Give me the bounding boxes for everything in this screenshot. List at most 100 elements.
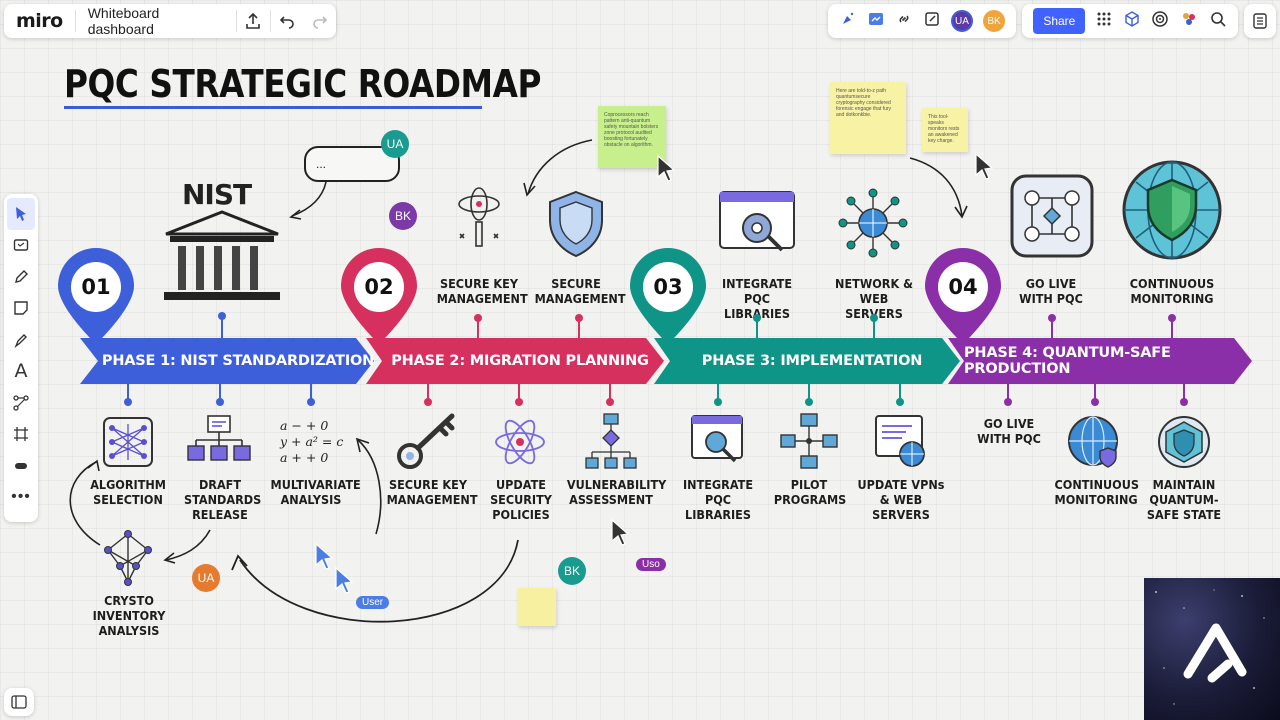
multivariate-analysis-label[interactable]: MULTIVARIATE ANALYSIS <box>270 477 361 507</box>
undo-button[interactable] <box>271 4 304 38</box>
globe-network-icon[interactable] <box>838 188 908 258</box>
integrate-pqc-label[interactable]: INTEGRATE PQC LIBRARIES <box>682 477 754 522</box>
connector-tool[interactable] <box>7 387 35 419</box>
connector-stem <box>518 384 520 402</box>
browser-search-icon[interactable] <box>690 414 746 470</box>
math-line: a + + 0 <box>280 450 329 465</box>
sticky-note-tool[interactable] <box>7 293 35 325</box>
presenter-thumbnail[interactable] <box>1144 578 1280 720</box>
avatar-ua[interactable]: UA <box>951 10 973 32</box>
connector-dot <box>1168 314 1176 322</box>
reactions-button[interactable] <box>839 10 857 33</box>
return-arrow-head <box>355 437 370 453</box>
hexagon-shield-icon[interactable] <box>1156 414 1212 470</box>
network-web-servers-label[interactable]: NETWORK & WEB SERVERS <box>835 276 913 321</box>
collaborator-cursor <box>611 518 630 546</box>
connector-dot <box>124 398 132 406</box>
math-formula[interactable]: a − + 0 y + a² = c a + + 0 <box>280 418 352 466</box>
redo-button[interactable] <box>303 4 336 38</box>
neural-network-icon[interactable] <box>102 416 154 468</box>
pen-tool[interactable] <box>7 261 35 293</box>
atom-key-icon[interactable] <box>452 186 506 252</box>
atom-icon[interactable] <box>494 416 546 468</box>
server-globe-icon[interactable] <box>874 414 930 470</box>
miro-logo[interactable]: miro <box>16 10 63 32</box>
text-tool[interactable]: A <box>7 356 35 388</box>
panel-toggle-button[interactable] <box>4 688 34 716</box>
more-tools[interactable]: ••• <box>7 482 35 514</box>
flowchart-icon[interactable] <box>584 412 638 470</box>
timer-button[interactable] <box>867 10 885 33</box>
connector-stem <box>219 384 221 402</box>
key-icon[interactable] <box>396 410 458 472</box>
avatar-bk[interactable]: BK <box>983 10 1005 32</box>
shield-icon[interactable] <box>544 188 608 260</box>
sticky-note-green[interactable]: Coprocessors reach pattern anti-quantum … <box>598 106 666 168</box>
connector-dot <box>753 314 761 322</box>
quantum-circuit-icon[interactable] <box>1006 172 1098 262</box>
secure-key-management-top-label[interactable]: SECURE KEY MANAGEMENT <box>436 276 528 306</box>
sticky-note-empty[interactable] <box>518 588 556 626</box>
bubble-arrow <box>291 181 327 217</box>
target-button[interactable] <box>1151 10 1169 33</box>
share-toolbar: Share <box>1022 4 1238 38</box>
big-loop-arrow <box>239 539 519 623</box>
network-graph-icon[interactable] <box>100 530 156 586</box>
sticky-note-yellow[interactable]: Here are told-to-z path quantumsecure cr… <box>830 82 906 154</box>
phase-2-label[interactable]: PHASE 2: MIGRATION PLANNING <box>391 353 649 369</box>
algorithm-selection-label[interactable]: ALGORITHM SELECTION <box>90 477 167 507</box>
avatar-ua-bottom[interactable]: UA <box>192 564 220 592</box>
roadmap-title[interactable]: PQC STRATEGIC ROADMAP <box>64 62 542 106</box>
nist-logo[interactable]: NIST <box>182 178 252 211</box>
board-title[interactable]: Whiteboard dashboard <box>87 5 160 37</box>
continuous-monitoring-top-label[interactable]: CONTINUOUS MONITORING <box>1129 276 1215 306</box>
update-security-label[interactable]: UPDATE SECURITY POLICIES <box>490 477 552 522</box>
connected-computers-icon[interactable] <box>780 412 838 470</box>
update-vpns-label[interactable]: UPDATE VPNs & WEB SERVERS <box>857 477 945 522</box>
shapes-button[interactable] <box>1180 10 1198 33</box>
avatar-bk-pin[interactable]: BK <box>389 202 417 230</box>
secure-key-management-label[interactable]: SECURE KEY MANAGEMENT <box>386 477 478 507</box>
go-live-label[interactable]: GO LIVE WITH PQC <box>977 416 1041 446</box>
search-button[interactable] <box>1209 10 1227 33</box>
note-arrow <box>909 157 963 217</box>
building-icon[interactable] <box>160 208 284 304</box>
crysto-inventory-label[interactable]: CRYSTO INVENTORY ANALYSIS <box>92 593 166 638</box>
code-library-icon[interactable] <box>718 190 796 258</box>
avatar-ua-bubble[interactable]: UA <box>381 130 409 158</box>
quantum-globe-shield-icon[interactable] <box>1120 158 1224 262</box>
speech-bubble[interactable]: ... <box>304 146 400 182</box>
phase-1-label[interactable]: PHASE 1: NIST STANDARDIZATION <box>101 353 375 369</box>
edit-button[interactable] <box>923 10 941 33</box>
select-tool[interactable] <box>7 198 35 230</box>
draft-standards-label[interactable]: DRAFT STANDARDS RELEASE <box>184 477 262 522</box>
sticky-arrow <box>527 139 593 195</box>
pilot-programs-label[interactable]: PILOT PROGRAMS <box>773 477 847 507</box>
phase-4-label[interactable]: PHASE 4: QUANTUM-SAFE PRODUCTION <box>964 345 1171 377</box>
marker-tool[interactable] <box>7 324 35 356</box>
globe-shield-icon[interactable] <box>1066 414 1122 470</box>
math-line: a − + 0 <box>280 418 329 433</box>
panels-button[interactable] <box>1244 4 1276 38</box>
share-button[interactable]: Share <box>1033 8 1086 34</box>
maintain-quantum-safe-label[interactable]: MAINTAIN QUANTUM-SAFE STATE <box>1146 477 1222 522</box>
avatar-bk-bottom[interactable]: BK <box>558 557 586 585</box>
secure-management-label[interactable]: SECURE MANAGEMENT <box>534 276 626 306</box>
phase-3-label[interactable]: PHASE 3: IMPLEMENTATION <box>701 353 923 369</box>
document-hierarchy-icon[interactable] <box>186 414 252 470</box>
sticky-note-small[interactable]: This tool-speaks monitors rests an awake… <box>922 108 968 152</box>
comment-tool[interactable] <box>7 450 35 482</box>
continuous-monitoring-label[interactable]: CONTINUOUS MONITORING <box>1054 477 1139 507</box>
connector-stem <box>756 318 758 338</box>
go-live-top-label[interactable]: GO LIVE WITH PQC <box>1019 276 1083 306</box>
integrate-pqc-top-label[interactable]: INTEGRATE PQC LIBRARIES <box>721 276 793 321</box>
frame-tool[interactable] <box>7 419 35 451</box>
vulnerability-assessment-label[interactable]: VULNERABILITY ASSESSMENT <box>566 477 667 507</box>
apps-button[interactable] <box>1096 11 1112 32</box>
link-button[interactable] <box>895 10 913 33</box>
cube-button[interactable] <box>1123 10 1141 33</box>
phase-2-number: 02 <box>354 262 404 312</box>
export-button[interactable] <box>237 4 270 38</box>
templates-tool[interactable] <box>7 230 35 262</box>
pen-icon <box>15 269 28 283</box>
